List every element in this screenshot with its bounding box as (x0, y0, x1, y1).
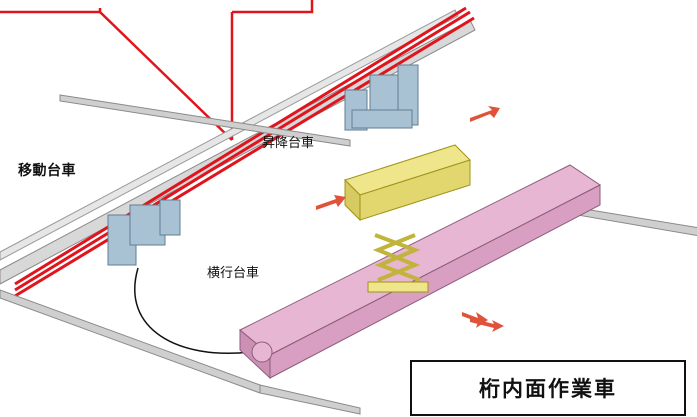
double-arrow-icon (462, 312, 504, 332)
bogie-lower (107, 199, 181, 266)
double-arrow-icon (316, 195, 346, 210)
label-traverse-cart: 横行台車 (207, 266, 260, 281)
red-pointer-lines (0, 0, 314, 141)
red-cable-bundle (14, 6, 475, 298)
traverse-cart (239, 164, 601, 380)
lift-cart (344, 144, 471, 293)
cross-rails (0, 94, 697, 415)
title-box: 桁内面作業車 (410, 360, 686, 416)
diagram-title: 桁内面作業車 (479, 377, 617, 401)
label-mobile-cart: 移動台車 (18, 163, 76, 179)
bogie-upper (344, 64, 419, 131)
label-lift-cart: 昇降台車 (262, 136, 315, 151)
connecting-cable (134, 267, 251, 354)
double-arrow-icon (470, 106, 500, 122)
